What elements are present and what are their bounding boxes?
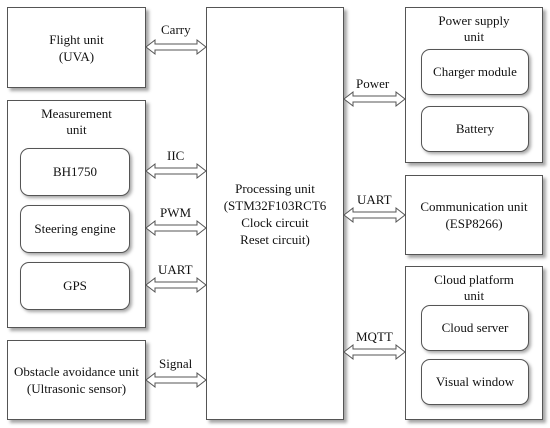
processing-unit-mcu: (STM32F103RCT6 [223, 197, 327, 213]
carry-arrow [145, 38, 207, 56]
power-arrow [343, 90, 406, 108]
visual-window-module: Visual window [421, 359, 529, 405]
processing-unit-reset: Reset circuit) [240, 231, 310, 247]
flight-unit-label: Flight unit [49, 31, 104, 47]
mqtt-label: MQTT [356, 329, 393, 344]
obstacle-avoidance-sublabel: (Ultrasonic sensor) [26, 381, 127, 396]
measurement-unit-title: Measurement unit [41, 106, 112, 137]
uart-left-arrow [145, 276, 207, 294]
uart-right-arrow [343, 206, 406, 224]
power-label: Power [356, 76, 390, 91]
communication-unit-box: Communication unit (ESP8266) [405, 175, 543, 255]
uart-left-label: UART [158, 262, 193, 277]
iic-arrow [145, 162, 207, 180]
cloud-platform-unit-title: Cloud platform unit [434, 272, 514, 303]
cloud-server-module: Cloud server [421, 305, 529, 351]
uart-right-label: UART [357, 192, 392, 207]
mqtt-arrow [343, 343, 406, 361]
pwm-arrow [145, 219, 207, 237]
flight-unit-box: Flight unit (UVA) [7, 7, 146, 88]
steering-engine-module: Steering engine [20, 205, 130, 253]
cloud-platform-unit-box: Cloud platform unit Cloud server Visual … [405, 266, 543, 420]
signal-label: Signal [159, 356, 193, 371]
pwm-label: PWM [160, 205, 192, 220]
processing-unit-label: Processing unit [235, 180, 315, 196]
processing-unit-clock: Clock circuit [241, 214, 309, 230]
charger-module: Charger module [421, 49, 529, 95]
flight-unit-sublabel: (UVA) [58, 48, 95, 64]
signal-arrow [145, 371, 207, 389]
measurement-unit-box: Measurement unit BH1750 Steering engine … [7, 100, 146, 328]
battery-module: Battery [421, 106, 529, 152]
obstacle-avoidance-label: Obstacle avoidance unit [14, 364, 139, 379]
communication-unit-sublabel: (ESP8266) [445, 216, 503, 231]
carry-label: Carry [161, 22, 191, 37]
processing-unit-box: Processing unit (STM32F103RCT6 Clock cir… [206, 7, 344, 420]
iic-label: IIC [167, 148, 185, 163]
obstacle-avoidance-unit-box: Obstacle avoidance unit (Ultrasonic sens… [7, 340, 146, 420]
communication-unit-label: Communication unit [420, 199, 528, 214]
power-supply-unit-box: Power supply unit Charger module Battery [405, 7, 543, 163]
gps-module: GPS [20, 262, 130, 310]
bh1750-module: BH1750 [20, 148, 130, 196]
power-supply-unit-title: Power supply unit [438, 13, 510, 44]
